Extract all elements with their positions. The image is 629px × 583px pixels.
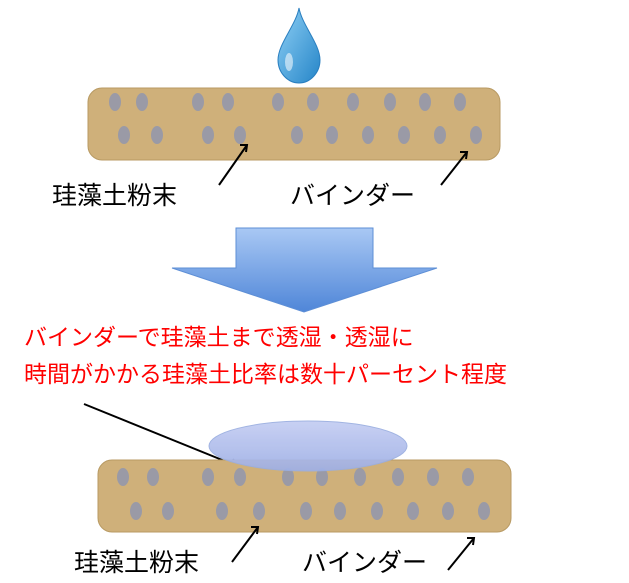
top-binder-label: バインダー <box>290 181 416 210</box>
water-drop-icon <box>277 7 321 84</box>
bottom-powder-label: 珪藻土粉末 <box>74 548 200 577</box>
bottom-particles <box>117 468 490 520</box>
top-powder-label: 珪藻土粉末 <box>52 181 178 210</box>
bottom-pointers <box>231 526 476 571</box>
note-line-1: バインダーで珪藻土まで透湿・透湿に <box>24 325 414 351</box>
bottom-binder-label: バインダー <box>302 548 428 577</box>
top-pointers <box>218 144 469 186</box>
note-line-2: 時間がかかる珪藻土比率は数十パーセント程度 <box>24 362 507 388</box>
note-pointer <box>83 403 239 467</box>
water-pool <box>208 420 408 472</box>
down-arrow-icon <box>171 227 438 313</box>
top-particles <box>109 93 482 144</box>
top-board <box>87 87 501 161</box>
